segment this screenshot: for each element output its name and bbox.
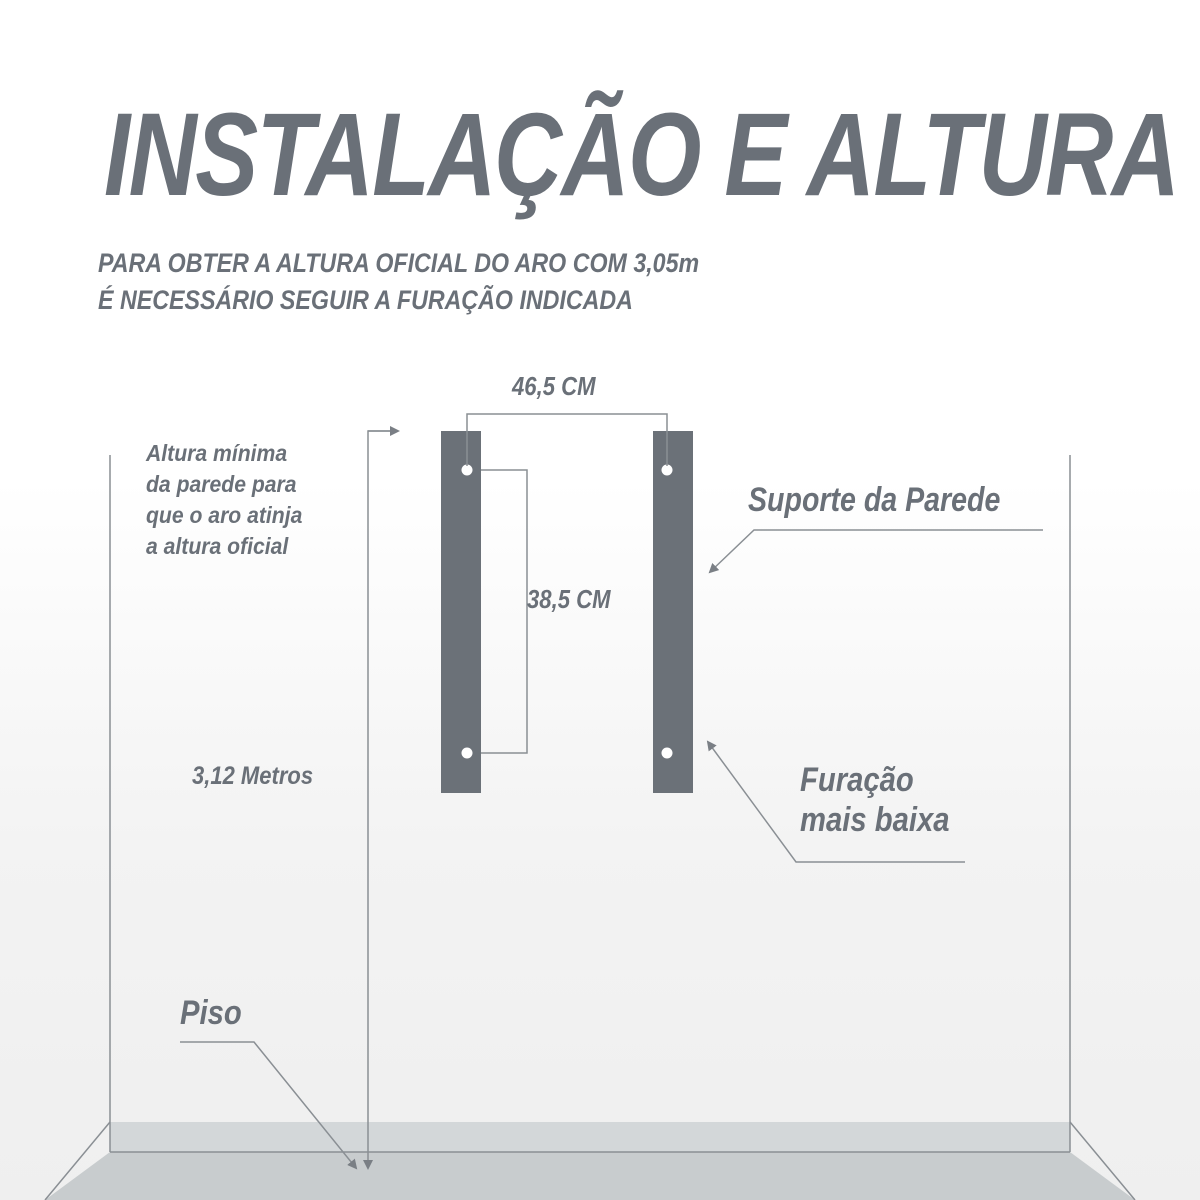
note-line: da parede para (146, 471, 297, 497)
floor (44, 1121, 1136, 1200)
subtitle-line-2: É NECESSÁRIO SEGUIR A FURAÇÃO INDICADA (98, 285, 633, 315)
page-title: INSTALAÇÃO E ALTURA (104, 89, 1180, 221)
wall-bracket-callout-line (708, 529, 1043, 574)
note-line: a altura oficial (146, 533, 289, 559)
note-line: Altura mínima (146, 440, 288, 466)
lowest-hole-label-line-2: mais baixa (800, 801, 950, 839)
right-top-hole (661, 464, 673, 476)
wall-bracket-label: Suporte da Parede (748, 481, 1001, 519)
left-bracket (441, 431, 481, 793)
note-line: que o aro atinja (146, 502, 303, 528)
hole-spacing-dimension-line (481, 469, 528, 754)
hole-spacing-label: 38,5 CM (527, 584, 611, 614)
wall-outline (109, 455, 1071, 1152)
lowest-hole-label: Furação mais baixa (800, 760, 950, 840)
right-bottom-hole (661, 747, 673, 759)
lowest-hole-callout-line (706, 740, 965, 863)
subtitle-line-1: PARA OBTER A ALTURA OFICIAL DO ARO COM 3… (98, 248, 700, 278)
lowest-hole-label-line-1: Furação (800, 761, 914, 799)
width-dimension-line (466, 413, 668, 466)
minimum-wall-height-note: Altura mínima da parede para que o aro a… (146, 438, 302, 562)
height-dimension-line (363, 426, 400, 1170)
wall-height-label: 3,12 Metros (192, 762, 314, 790)
left-bottom-hole (461, 747, 473, 759)
right-bracket (653, 431, 693, 793)
floor-label: Piso (180, 994, 242, 1032)
left-top-hole (461, 464, 473, 476)
floor-callout-line (180, 1041, 358, 1170)
width-dimension-label: 46,5 CM (512, 371, 596, 401)
